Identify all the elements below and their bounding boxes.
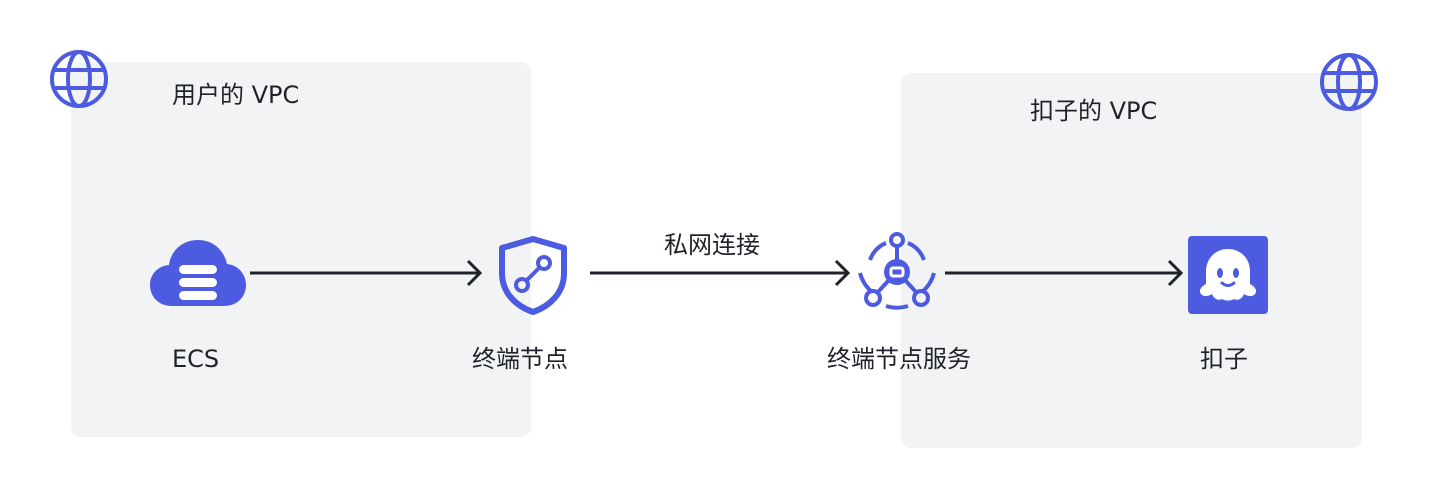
coze-vpc-title: 扣子的 VPC (1030, 97, 1158, 125)
ghost-app-icon (1188, 236, 1268, 314)
arrow-private-link (590, 259, 851, 287)
endpoint-service-label: 终端节点服务 (827, 345, 971, 373)
globe-icon (50, 50, 108, 108)
user-vpc-box (71, 62, 531, 437)
coze-vpc-box (901, 73, 1362, 448)
arrow-ecs-to-endpoint (250, 259, 483, 287)
private-link-label: 私网连接 (664, 231, 760, 259)
cloud-server-icon (150, 240, 246, 306)
hub-service-icon (858, 232, 936, 310)
ecs-label: ECS (172, 345, 220, 373)
user-vpc-title: 用户的 VPC (172, 81, 300, 109)
shield-link-icon (499, 236, 567, 315)
globe-icon (1320, 53, 1378, 111)
arrow-service-to-coze (945, 259, 1184, 287)
coze-label: 扣子 (1200, 345, 1248, 373)
endpoint-label: 终端节点 (472, 345, 568, 373)
